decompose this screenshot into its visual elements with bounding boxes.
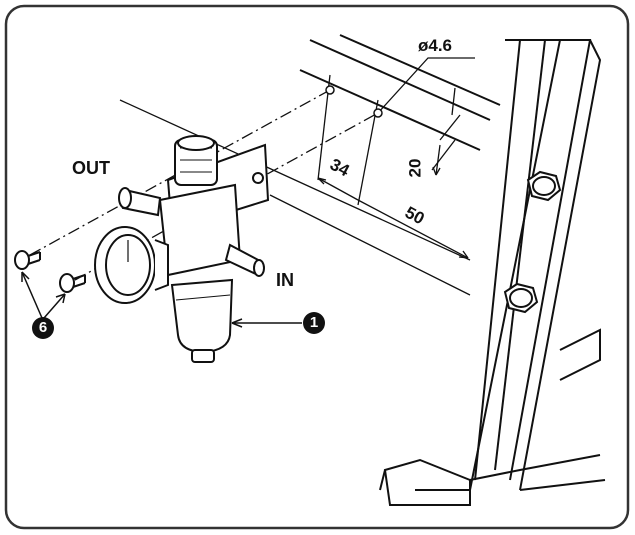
- mount-hole-2: [373, 108, 383, 118]
- regulator-callout: 1: [303, 312, 325, 334]
- screw-callout: 6: [32, 317, 54, 339]
- screw-2: [59, 273, 86, 293]
- mount-hole-1: [325, 85, 335, 95]
- bolt-lower: [503, 282, 539, 314]
- callout-leaders: [21, 271, 302, 328]
- diagram-frame: [4, 4, 630, 530]
- machine-stand: [299, 34, 606, 506]
- vertical-offset-label: 20: [405, 158, 425, 178]
- bolt-upper: [526, 170, 562, 202]
- outlet-label: OUT: [72, 158, 110, 178]
- screw-1: [14, 250, 41, 270]
- air-regulator: [94, 135, 270, 363]
- inlet-label: IN: [276, 270, 294, 290]
- hole-diameter-label: ø4.6: [418, 36, 453, 55]
